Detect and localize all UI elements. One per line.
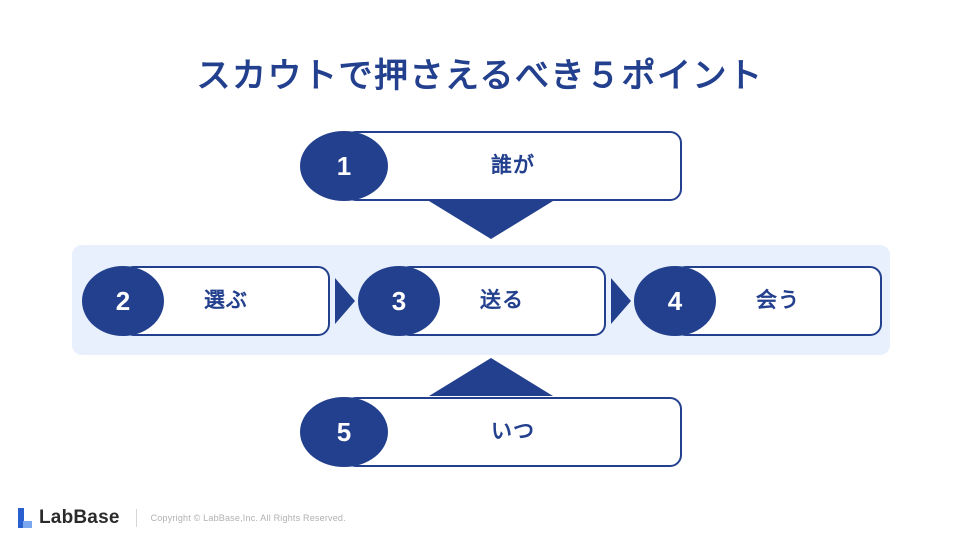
- flow-step-4-box: [674, 266, 882, 336]
- labbase-logo-icon: [18, 508, 32, 528]
- arrow-right-icon: [611, 278, 631, 324]
- footer-copyright: Copyright © LabBase,Inc. All Rights Rese…: [150, 513, 346, 523]
- labbase-logo-text: LabBase: [39, 507, 120, 528]
- flow-step-2[interactable]: 選ぶ 2: [82, 266, 330, 336]
- flow-step-5-number: 5: [300, 397, 388, 467]
- flow-step-4-label: 会う: [756, 289, 800, 312]
- flow-step-1-number: 1: [300, 131, 388, 201]
- page-title: スカウトで押さえるべき５ポイント: [196, 57, 764, 95]
- flow-step-1[interactable]: 誰が 1: [300, 131, 682, 201]
- flow-step-2-label: 選ぶ: [204, 289, 248, 312]
- footer: LabBase Copyright © LabBase,Inc. All Rig…: [0, 496, 960, 540]
- arrow-up-icon: [429, 358, 553, 396]
- flow-step-4-number: 4: [634, 266, 716, 336]
- flow-step-3-number: 3: [358, 266, 440, 336]
- flow-step-1-box: [344, 131, 682, 201]
- arrow-down-icon: [429, 201, 553, 239]
- flow-step-5-label: いつ: [491, 420, 535, 443]
- flow-step-4[interactable]: 会う 4: [634, 266, 882, 336]
- flow-step-5-box: [344, 397, 682, 467]
- flow-step-1-label: 誰が: [491, 154, 535, 177]
- labbase-logo: LabBase: [18, 507, 120, 529]
- flow-step-2-number: 2: [82, 266, 164, 336]
- flow-step-3[interactable]: 送る 3: [358, 266, 606, 336]
- arrow-right-icon: [335, 278, 355, 324]
- flow-step-3-label: 送る: [480, 289, 524, 312]
- footer-divider: [135, 509, 137, 527]
- flow-step-5[interactable]: いつ 5: [300, 397, 682, 467]
